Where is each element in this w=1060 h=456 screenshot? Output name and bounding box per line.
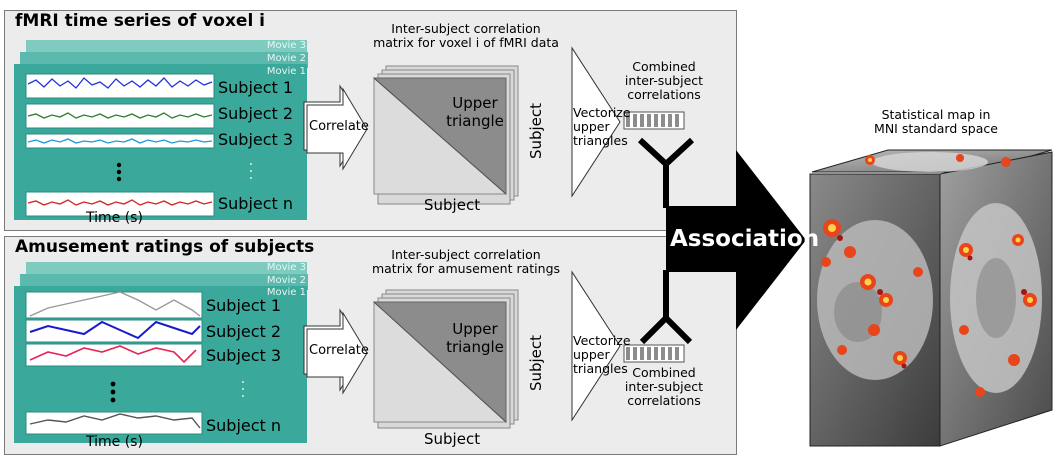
fmri-panel-title: fMRI time series of voxel i <box>15 11 266 31</box>
vectorize-label-top: Vectorize upper triangles <box>573 105 631 148</box>
fmri-subject-n: Subject n <box>218 194 294 213</box>
subject-axis-vertical-bottom: Subject <box>527 334 545 392</box>
fmri-subject-3: Subject 3 <box>218 130 294 149</box>
ratings-series-2 <box>29 320 201 340</box>
movie-label-3: Movie 3 <box>266 262 306 273</box>
ratings-time-label: Time (s) <box>86 434 143 450</box>
correlate-label-top: Correlate <box>309 119 369 134</box>
fmri-series-n <box>27 199 213 206</box>
ellipsis-dot <box>116 162 122 168</box>
vectorize-arrow-top <box>571 46 621 198</box>
upper-triangle-label-bottom: Upper triangle <box>446 320 504 356</box>
y-connector-bottom <box>639 270 693 345</box>
ratings-panel-title: Amusement ratings of subjects <box>15 237 315 257</box>
fmri-series-1 <box>27 77 213 89</box>
vectorize-label-bottom: Vectorize upper triangles <box>573 333 631 376</box>
map-title: Statistical map in MNI standard space <box>874 107 998 136</box>
ratings-subject-3: Subject 3 <box>206 346 282 365</box>
vectorize-arrow-bottom <box>571 270 621 422</box>
correlate-arrow-top <box>303 84 368 171</box>
movie-label-2: Movie 2 <box>266 275 306 286</box>
subject-axis-vertical-top: Subject <box>527 102 545 160</box>
ellipsis-dot <box>110 389 116 395</box>
ratings-series-n <box>29 413 201 429</box>
matrix-stack-bottom <box>372 289 519 429</box>
movie-label-1: Movie 1 <box>266 287 306 298</box>
movie-label-2: Movie 2 <box>266 53 306 64</box>
fmri-time-label: Time (s) <box>86 210 143 226</box>
ratings-subject-n: Subject n <box>206 416 282 435</box>
combined-label-top: Combined inter-subject correlations <box>624 59 704 102</box>
combined-label-bottom: Combined inter-subject correlations <box>624 365 704 408</box>
matrix-stack-top <box>372 65 519 205</box>
ratings-series-1 <box>29 291 201 317</box>
ratings-subject-1: Subject 1 <box>206 296 282 315</box>
association-arrow <box>666 150 806 330</box>
fmri-series-boxes <box>25 73 252 217</box>
fmri-series-2 <box>27 112 213 119</box>
vector-bar-bottom <box>623 344 685 363</box>
brain-cube <box>809 149 1053 447</box>
ellipsis-dot <box>242 381 244 383</box>
ellipsis-dot <box>250 163 252 165</box>
ellipsis-dot <box>110 397 116 403</box>
ellipsis-dot <box>110 381 116 387</box>
ellipsis-dot <box>242 388 244 390</box>
vector-bar-top <box>623 111 685 130</box>
matrix-title-bottom: Inter-subject correlation matrix for amu… <box>371 247 561 276</box>
correlate-arrow-bottom <box>303 308 368 395</box>
ratings-series-boxes <box>25 291 244 435</box>
y-connector-top <box>637 137 695 208</box>
ellipsis-dot <box>116 169 122 175</box>
ratings-series-3 <box>29 345 197 364</box>
ellipsis-dot <box>250 170 252 172</box>
upper-triangle-label-top: Upper triangle <box>446 94 504 130</box>
ellipsis-dot <box>250 177 252 179</box>
movie-label-3: Movie 3 <box>266 40 306 51</box>
correlate-label-bottom: Correlate <box>309 343 369 358</box>
movie-label-1: Movie 1 <box>266 66 306 77</box>
matrix-title-top: Inter-subject correlation matrix for vox… <box>373 21 559 50</box>
ellipsis-dot <box>242 395 244 397</box>
ellipsis-dot <box>116 176 122 182</box>
subject-axis-horizontal-top: Subject <box>424 196 481 214</box>
fmri-series-3 <box>27 138 213 144</box>
association-label: Association <box>670 226 820 252</box>
ratings-subject-2: Subject 2 <box>206 322 282 341</box>
fmri-subject-1: Subject 1 <box>218 78 294 97</box>
fmri-subject-2: Subject 2 <box>218 104 294 123</box>
subject-axis-horizontal-bottom: Subject <box>424 430 481 448</box>
